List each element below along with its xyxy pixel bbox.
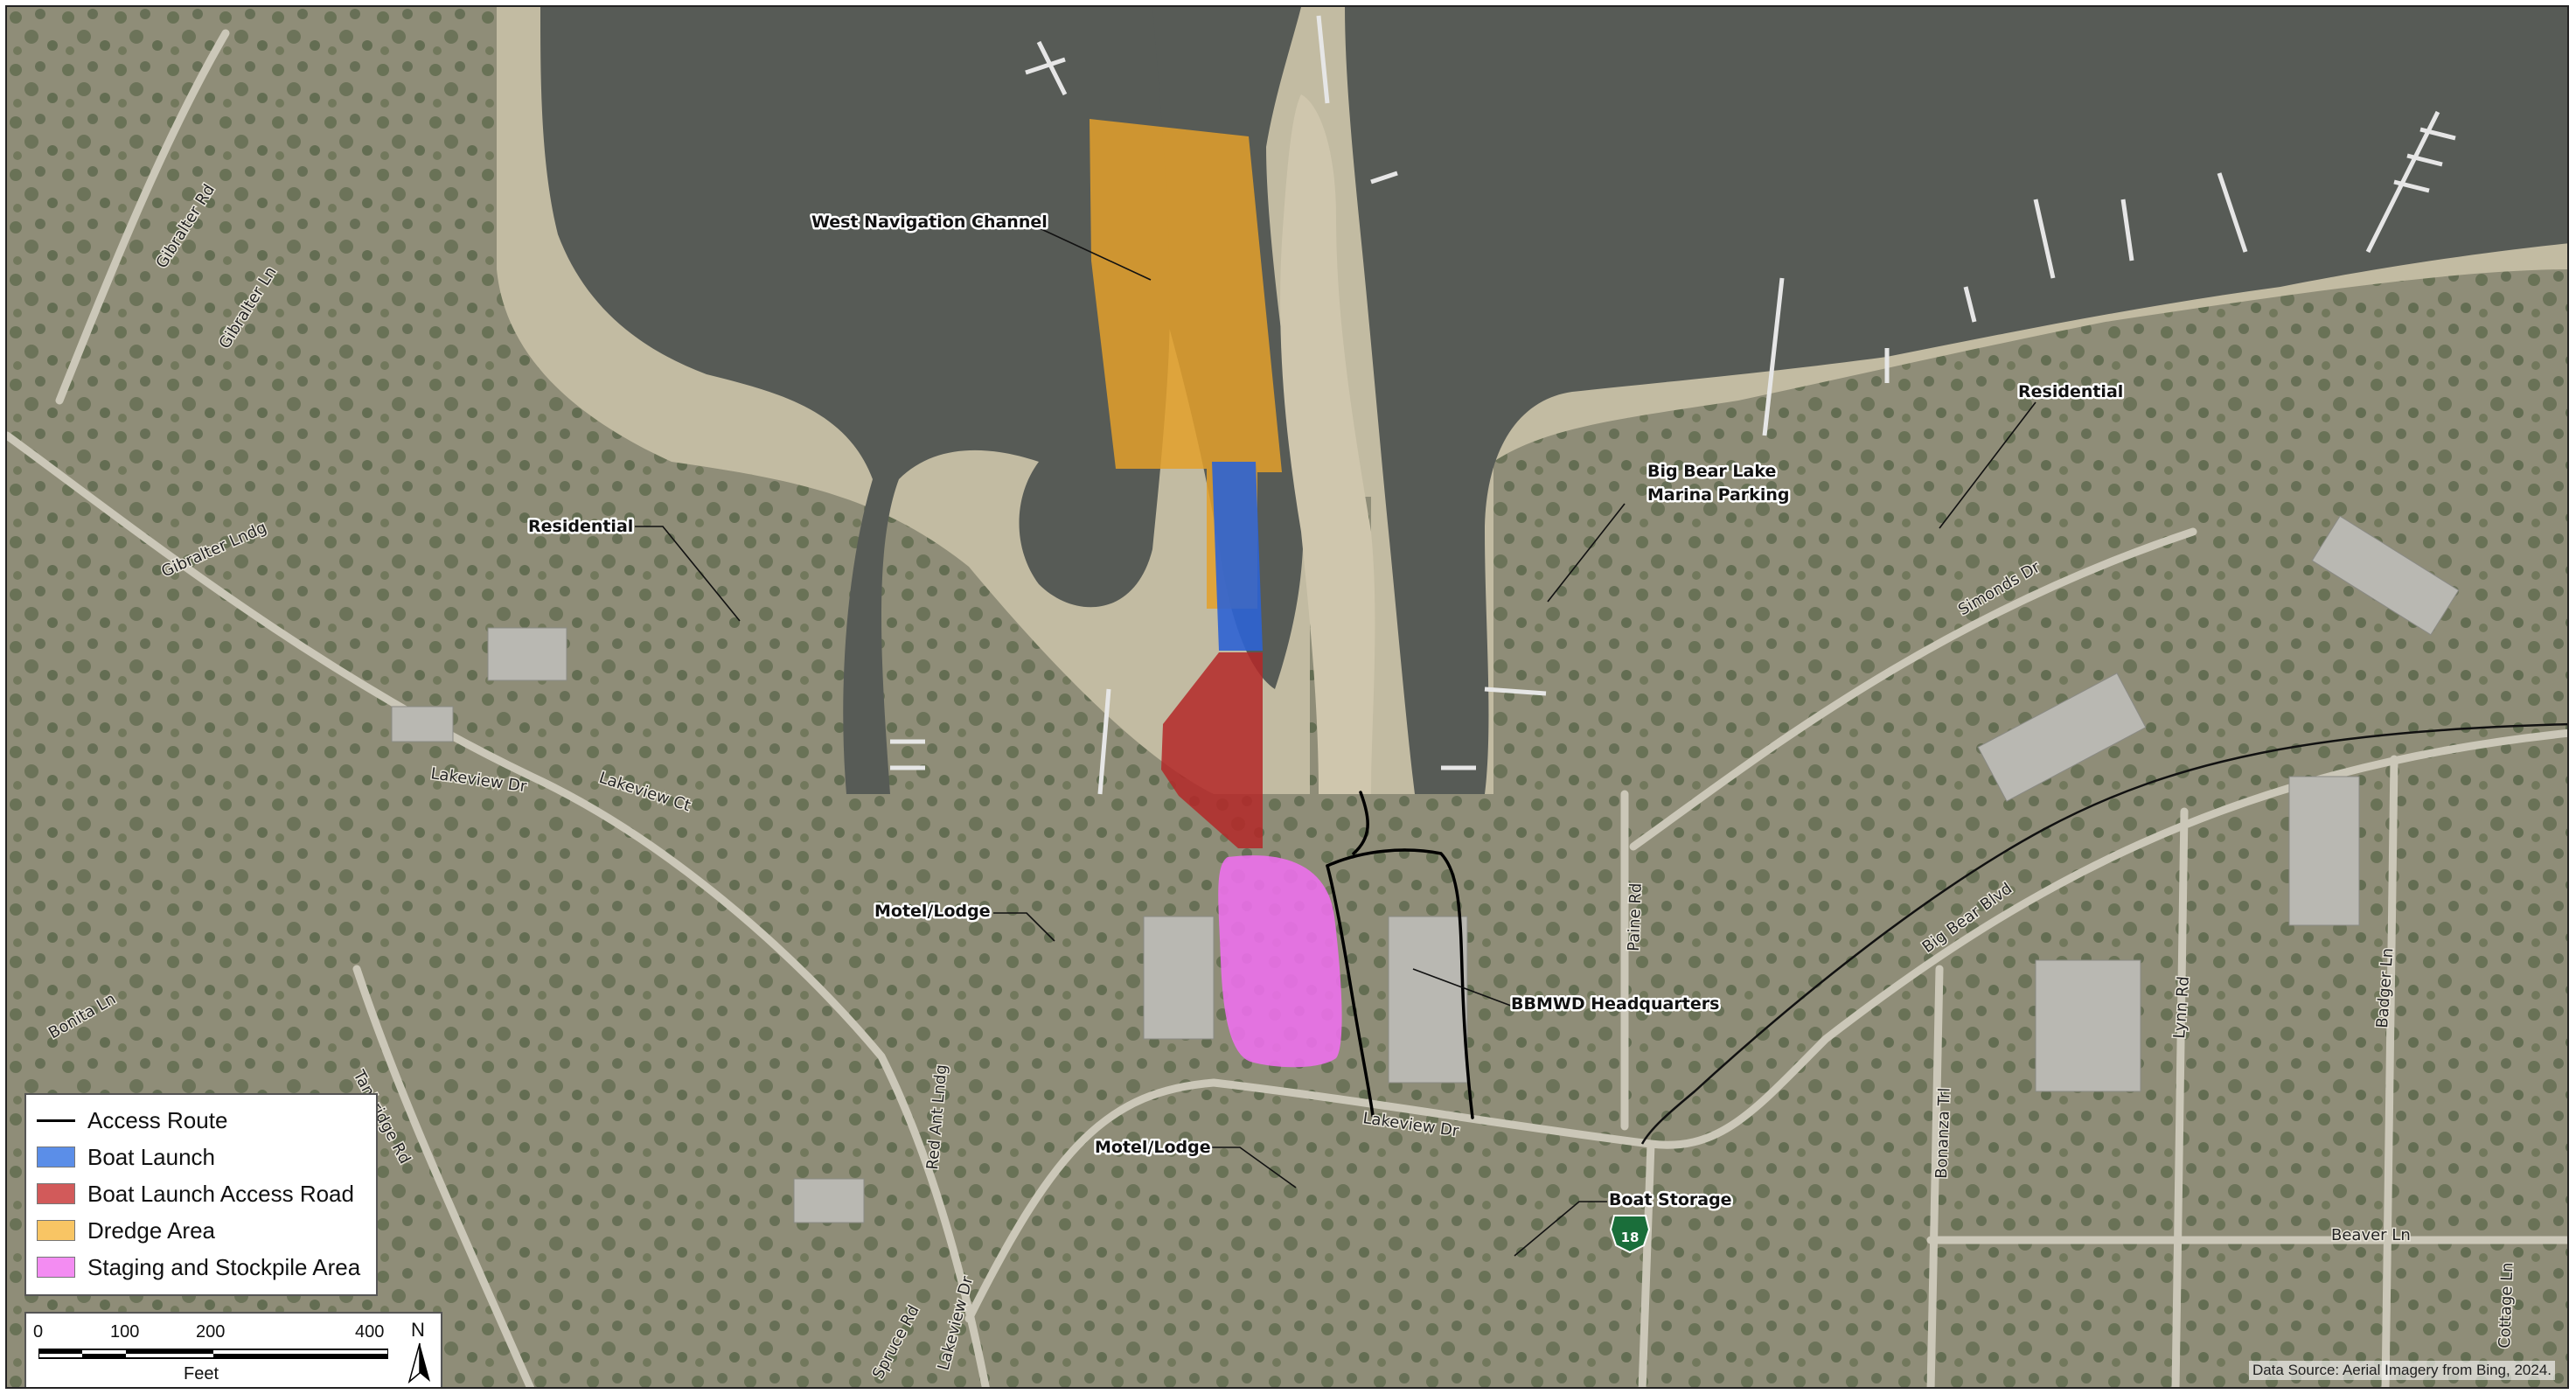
sand-spit	[1280, 94, 1375, 794]
legend-label: Access Route	[87, 1106, 228, 1133]
label-motel-lodge-south: Motel/Lodge	[1095, 1138, 1211, 1157]
boat-launch	[1212, 462, 1263, 651]
north-letter: N	[411, 1319, 425, 1341]
big-bear-blvd-line	[1640, 722, 2567, 1145]
label-residential-east: Residential	[2018, 382, 2123, 401]
road-label-bonanza-trl: Bonanza Trl	[1932, 1087, 1954, 1179]
road-network	[7, 29, 2567, 1387]
scale-tick-400: 400	[355, 1322, 385, 1342]
scale-unit: Feet	[184, 1364, 219, 1384]
scale-bar: 0 100 200 400 Feet N	[24, 1312, 442, 1387]
label-motel-lodge-north: Motel/Lodge	[874, 902, 991, 921]
access-route	[1326, 791, 1474, 1119]
buildings	[391, 515, 2460, 1223]
road-label-paine-rd: Paine Rd	[1625, 882, 1646, 951]
scale-tick-200: 200	[196, 1322, 226, 1342]
label-marina-parking-1: Big Bear Lake	[1647, 462, 1776, 481]
legend-item-access-route: Access Route	[37, 1102, 366, 1139]
scale-tick-0: 0	[33, 1322, 44, 1342]
legend-item-dredge-area: Dredge Area	[37, 1212, 366, 1249]
legend-swatch-staging	[37, 1257, 75, 1278]
callout-labels: West Navigation Channel Residential Resi…	[526, 211, 2126, 1212]
label-residential-west: Residential	[528, 517, 633, 536]
legend-swatch-boat-launch	[37, 1147, 75, 1167]
docks	[890, 15, 2456, 795]
lake-west-bay	[540, 7, 1170, 794]
north-arrow-icon	[407, 1342, 430, 1384]
road-label-beaver-ln: Beaver Ln	[2331, 1226, 2411, 1244]
scale-bar-graphic	[38, 1349, 388, 1359]
road-label-cottage-ln: Cottage Ln	[2496, 1262, 2517, 1349]
legend-swatch-access-road	[37, 1183, 75, 1204]
label-marina-parking-2: Marina Parking	[1647, 485, 1789, 505]
legend-label: Dredge Area	[87, 1216, 215, 1244]
data-source-credit: Data Source: Aerial Imagery from Bing, 2…	[2248, 1361, 2555, 1380]
label-west-navigation-channel: West Navigation Channel	[811, 213, 1048, 232]
boat-launch-access-road	[1161, 652, 1263, 848]
legend-label: Boat Launch Access Road	[87, 1180, 354, 1207]
legend-label: Staging and Stockpile Area	[87, 1253, 361, 1280]
highway-shield-number: 18	[1621, 1230, 1640, 1245]
map-legend: Access Route Boat Launch Boat Launch Acc…	[24, 1093, 378, 1296]
aerial-map: West Navigation Channel Residential Resi…	[7, 7, 2567, 1387]
highway-18-shield-icon: 18	[1609, 1215, 1651, 1254]
legend-item-staging-stockpile: Staging and Stockpile Area	[37, 1249, 366, 1286]
legend-item-boat-launch-access-road: Boat Launch Access Road	[37, 1175, 366, 1212]
legend-swatch-dredge-area	[37, 1220, 75, 1241]
label-bbmwd-headquarters: BBMWD Headquarters	[1511, 994, 1719, 1014]
lake-water	[540, 7, 2567, 794]
legend-swatch-access-route	[37, 1119, 75, 1122]
scale-tick-100: 100	[110, 1322, 140, 1342]
map-frame: West Navigation Channel Residential Resi…	[5, 5, 2569, 1389]
legend-item-boat-launch: Boat Launch	[37, 1139, 366, 1175]
label-boat-storage: Boat Storage	[1609, 1190, 1732, 1209]
legend-label: Boat Launch	[87, 1143, 216, 1170]
staging-stockpile-area	[1218, 855, 1342, 1068]
leader-lines	[635, 223, 2036, 1257]
